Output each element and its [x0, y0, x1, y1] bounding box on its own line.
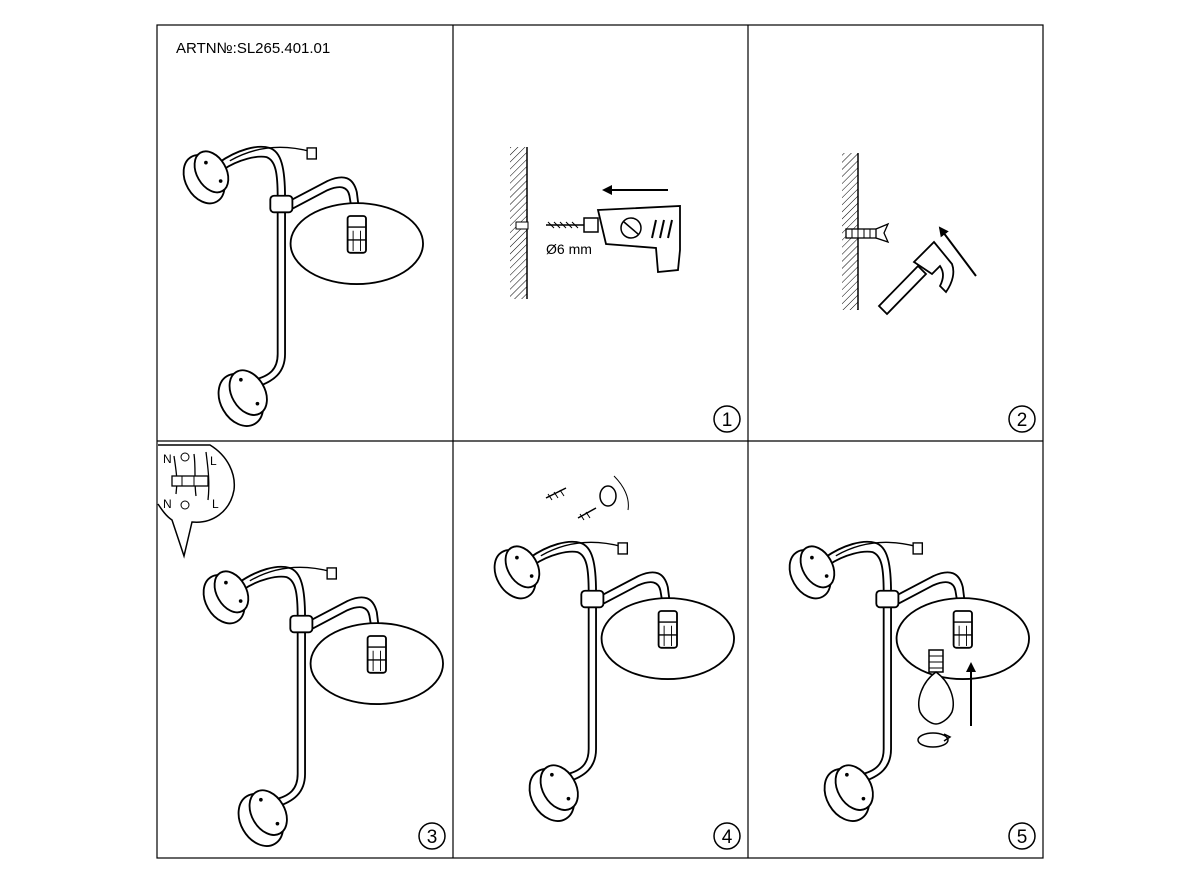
step-number: 3: [427, 827, 438, 848]
wall-lamp-icon: [174, 144, 424, 435]
wall-lamp-icon: [780, 539, 1030, 830]
panel-step-4: 4: [485, 475, 741, 850]
panel-grid: [156, 24, 1044, 859]
step-number-badge: 3: [418, 822, 446, 850]
panel-step-3: N N L L 3: [157, 444, 446, 855]
step-number-badge: 4: [713, 822, 741, 850]
drill-size-label: Ø6 mm: [546, 241, 592, 257]
panel-step-5: 5: [780, 539, 1036, 850]
step-number: 2: [1017, 410, 1028, 431]
direction-arrow-icon: [938, 226, 977, 277]
step-number-badge: 1: [713, 405, 741, 433]
wall-lamp-icon: [194, 564, 444, 855]
article-code: ARTN№:SL265.401.01: [176, 40, 330, 57]
wiring-callout-icon: N N L L: [157, 444, 236, 559]
step-number: 5: [1017, 827, 1028, 848]
wall-icon: [510, 147, 529, 299]
step-number-badge: 5: [1008, 822, 1036, 850]
drill-icon: [546, 205, 681, 273]
step-number: 1: [722, 410, 733, 431]
step-number-badge: 2: [1008, 405, 1036, 433]
wire-label-neutral-bottom: N: [163, 497, 172, 511]
panel-step-2: 2: [842, 153, 1036, 433]
bulb-icon: [918, 649, 954, 725]
hammer-icon: [877, 240, 955, 316]
panel-overview: ARTN№:SL265.401.01: [174, 40, 424, 435]
panel-step-1: Ø6 mm 1: [510, 147, 741, 433]
wire-label-live-top: L: [210, 454, 217, 468]
screw-icon: [545, 475, 629, 521]
step-number: 4: [722, 827, 733, 848]
wire-label-live-bottom: L: [212, 497, 219, 511]
wall-plug-icon: [845, 222, 890, 244]
wire-label-neutral-top: N: [163, 452, 172, 466]
rotate-icon: [917, 732, 952, 748]
wall-lamp-icon: [485, 539, 735, 830]
